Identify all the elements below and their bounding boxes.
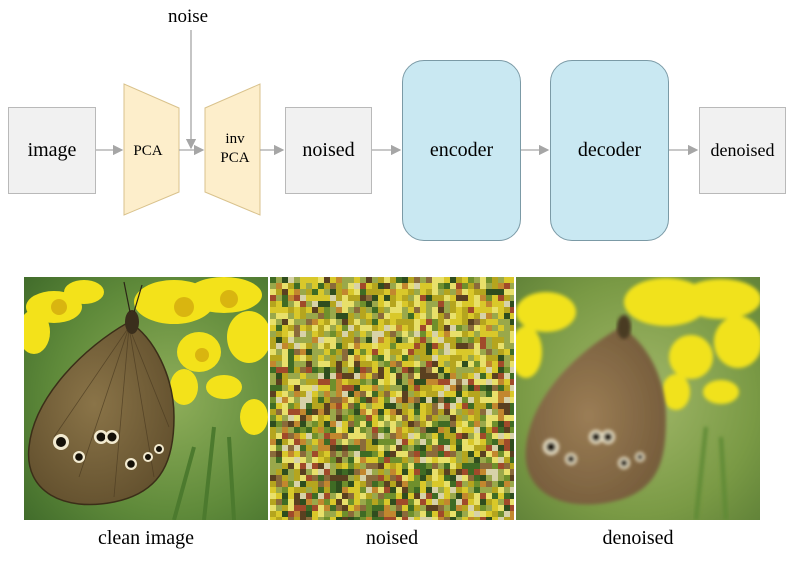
pipeline-diagram [96,30,699,216]
caption-denoised: denoised [602,527,674,549]
denoised-box: denoised [699,107,786,194]
noise-label: noise [168,6,209,27]
clean-butterfly-image [24,277,268,520]
clean-image-panel [24,277,268,520]
pca-label: PCA [133,143,163,159]
denoised-image-panel [516,277,760,520]
image-label: image [27,139,77,161]
pca-block [123,83,180,216]
noised-butterfly-image [270,277,514,520]
encoder-block: encoder [402,60,521,241]
denoised-butterfly-image [516,277,760,520]
noised-image-panel [270,277,514,520]
noised-label: noised [302,139,355,161]
caption-clean-image: clean image [97,527,195,549]
decoder-block: decoder [550,60,669,241]
image-box: image [8,107,96,194]
denoised-label: denoised [710,140,775,160]
noised-box: noised [285,107,372,194]
inv-pca-block [204,83,261,216]
encoder-label: encoder [429,139,494,161]
decoder-label: decoder [577,139,642,161]
caption-noised: noised [365,527,419,549]
inv-pca-label: inv PCA [220,131,250,166]
